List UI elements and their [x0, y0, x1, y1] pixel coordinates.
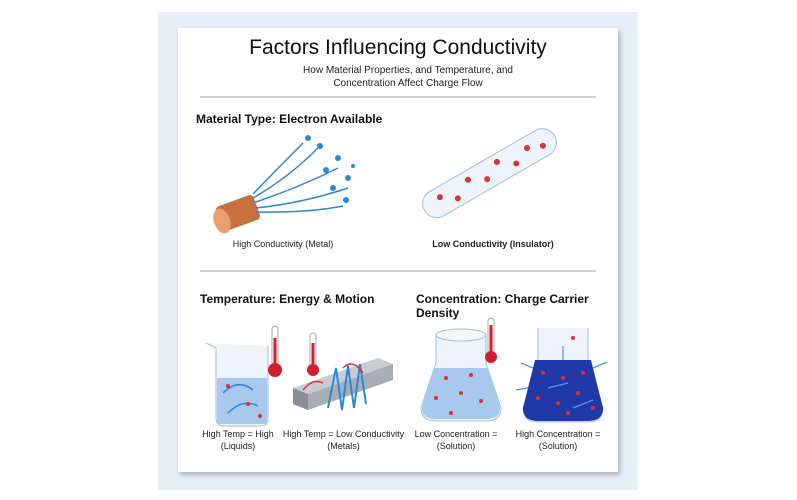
metal-temp-caption-line-2: (Metals) — [327, 441, 360, 451]
metal-caption: High Conductivity (Metal) — [232, 239, 334, 249]
subtitle-line-2: Concentration Affect Charge Flow — [333, 78, 483, 89]
concentration-heading: Concentration: Charge Carrier Density — [416, 292, 589, 320]
material-heading: Material Type: Electron Available — [196, 112, 383, 126]
low-concentration-caption-line-1: Low Concentration = — [414, 429, 498, 439]
liquid-caption-line-1: High Temp = High — [202, 429, 274, 439]
liquid-caption-line-2: (Liquids) — [220, 441, 256, 451]
infographic-card: Factors Influencing Conductivity How Mat… — [178, 28, 618, 472]
high-concentration-flask-illustration — [515, 328, 608, 423]
subtitle-line-1: How Material Properties, and Temperature… — [303, 65, 513, 76]
copper-wire-illustration — [213, 135, 355, 234]
divider — [200, 96, 596, 98]
metal-bar-illustration — [293, 332, 393, 411]
page-title: Factors Influencing Conductivity — [249, 36, 547, 59]
high-concentration-caption: High Concentration = (Solution) — [503, 428, 613, 452]
divider — [200, 270, 596, 272]
low-concentration-caption-line-2: (Solution) — [436, 441, 476, 451]
high-concentration-caption-line-2: (Solution) — [538, 441, 578, 451]
low-concentration-caption: Low Concentration = (Solution) — [406, 428, 506, 452]
liquid-caption: High Temp = High (Liquids) — [188, 428, 288, 452]
low-concentration-flask-illustration — [420, 317, 502, 422]
high-concentration-caption-line-1: High Concentration = — [515, 429, 601, 439]
metal-temp-caption: High Temp = Low Conductivity (Metals) — [276, 428, 411, 452]
insulator-tube-illustration — [422, 128, 557, 219]
metal-temp-caption-line-1: High Temp = Low Conductivity — [282, 429, 405, 439]
insulator-caption: Low Conductivity (Insulator) — [432, 239, 554, 249]
beaker-liquid-illustration — [205, 325, 282, 427]
temperature-heading: Temperature: Energy & Motion — [200, 292, 375, 306]
subtitle: How Material Properties, and Temperature… — [258, 64, 558, 90]
